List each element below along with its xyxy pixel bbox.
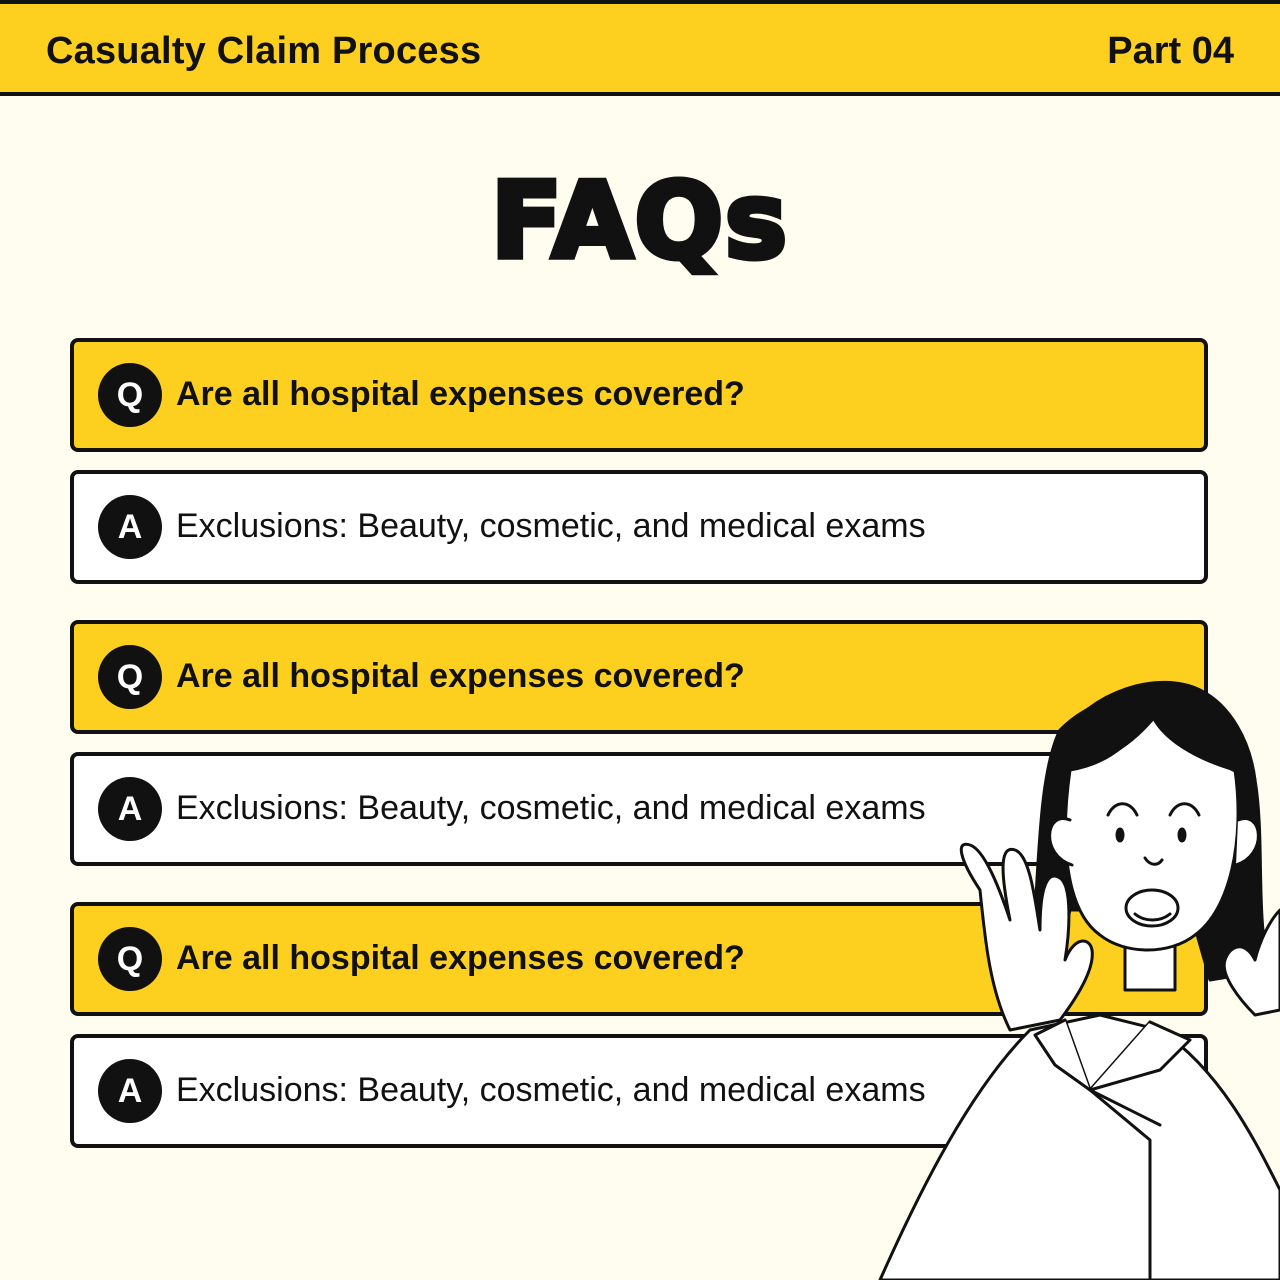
faq-question-box[interactable]: Q Are all hospital expenses covered? <box>70 620 1208 734</box>
surprised-woman-illustration <box>878 680 1280 1280</box>
faq-answer-box: A Exclusions: Beauty, cosmetic, and medi… <box>70 752 1208 866</box>
faq-question-box[interactable]: Q Are all hospital expenses covered? <box>70 338 1208 452</box>
a-badge: A <box>98 777 162 841</box>
q-badge: Q <box>98 927 162 991</box>
q-badge: Q <box>98 363 162 427</box>
faq-answer-text: Exclusions: Beauty, cosmetic, and medica… <box>176 1071 926 1109</box>
faq-question-text: Are all hospital expenses covered? <box>176 657 745 695</box>
faq-answer-text: Exclusions: Beauty, cosmetic, and medica… <box>176 507 926 545</box>
a-badge: A <box>98 1059 162 1123</box>
faq-answer-box: A Exclusions: Beauty, cosmetic, and medi… <box>70 470 1208 584</box>
faq-answer-text: Exclusions: Beauty, cosmetic, and medica… <box>176 789 926 827</box>
faq-question-text: Are all hospital expenses covered? <box>176 939 745 977</box>
page-title: FAQs <box>488 157 790 285</box>
header-title: Casualty Claim Process <box>46 30 482 72</box>
a-badge: A <box>98 495 162 559</box>
part-label: Part 04 <box>1107 30 1234 72</box>
header-bar: Casualty Claim Process Part 04 <box>0 0 1280 96</box>
q-badge: Q <box>98 645 162 709</box>
faq-question-text: Are all hospital expenses covered? <box>176 375 745 413</box>
